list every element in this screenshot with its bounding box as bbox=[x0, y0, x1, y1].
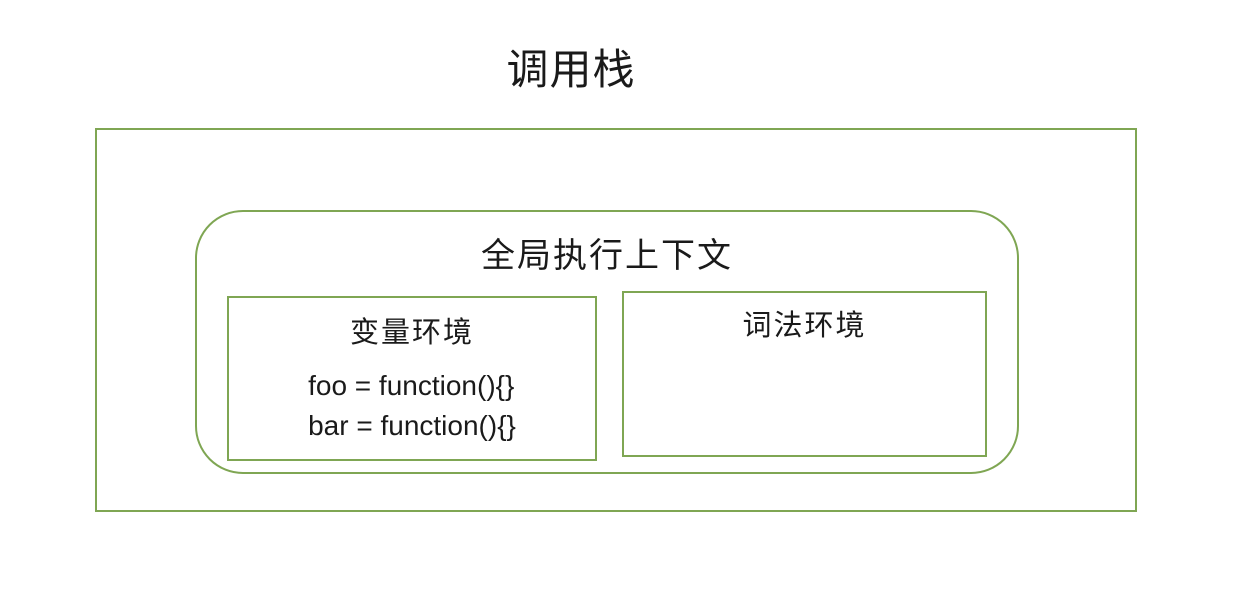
variable-environment-code: foo = function(){} bar = function(){} bbox=[308, 366, 516, 446]
code-line-foo: foo = function(){} bbox=[308, 370, 515, 401]
lexical-environment-box: 词法环境 bbox=[622, 291, 987, 457]
variable-environment-box: 变量环境 foo = function(){} bar = function()… bbox=[227, 296, 597, 461]
diagram-title: 调用栈 bbox=[506, 46, 636, 93]
global-execution-context-title: 全局执行上下文 bbox=[481, 237, 733, 275]
variable-environment-title: 变量环境 bbox=[349, 317, 474, 349]
code-line-bar: bar = function(){} bbox=[308, 410, 516, 441]
lexical-environment-title: 词法环境 bbox=[742, 310, 867, 342]
